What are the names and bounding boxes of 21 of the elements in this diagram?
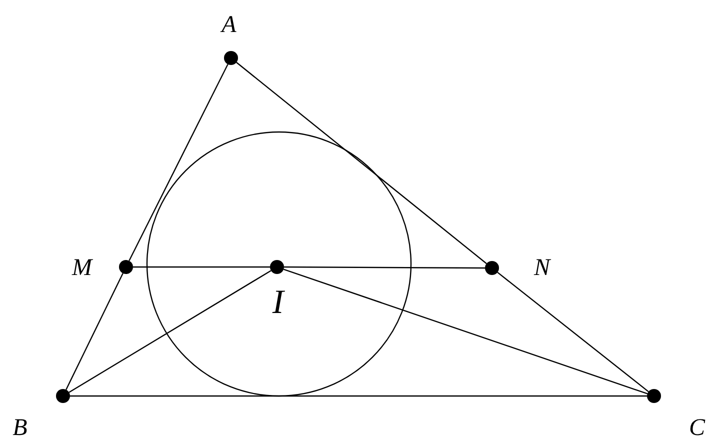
point-label: B (12, 416, 28, 440)
line-segment (497, 272, 649, 392)
line-segment (68, 270, 272, 393)
point-label: I (272, 286, 284, 320)
line-segment (284, 266, 485, 269)
point-label: C (689, 416, 705, 440)
point (647, 389, 661, 403)
line-segment (70, 395, 647, 397)
point (485, 261, 499, 275)
point (56, 389, 70, 403)
point (270, 260, 284, 274)
line-segment (66, 273, 124, 390)
line-segment (133, 266, 270, 268)
point-label: N (534, 256, 550, 280)
line-segment (283, 268, 648, 394)
point-label: A (222, 13, 236, 37)
line-segment (128, 64, 228, 262)
point (119, 260, 133, 274)
line-segment (236, 62, 487, 264)
point-label: M (72, 256, 92, 280)
point (224, 51, 238, 65)
